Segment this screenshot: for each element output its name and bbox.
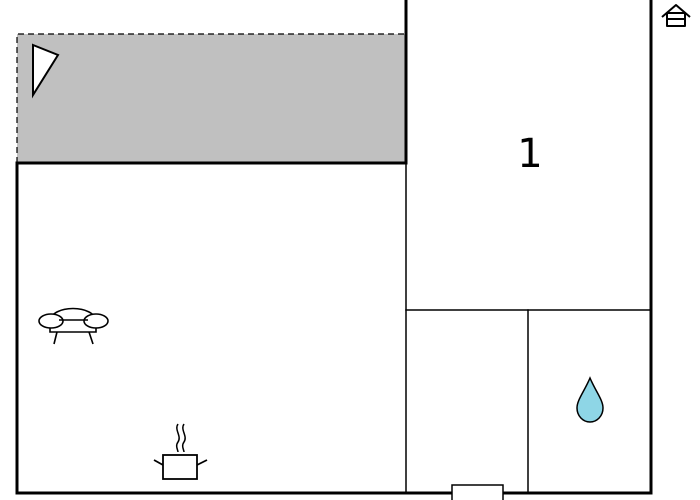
room-1-label: 1 <box>517 131 542 177</box>
cooking-pot-icon <box>153 423 208 480</box>
terrace-area <box>16 33 406 163</box>
water-drop-icon <box>576 376 604 423</box>
entrance-door <box>451 484 504 500</box>
terrace-fill <box>17 34 406 163</box>
terrace-dashed-border <box>16 33 406 163</box>
house-entrance-icon <box>661 4 691 27</box>
terrace-triangle-icon <box>32 43 60 99</box>
walls <box>15 0 653 495</box>
sofa-icon <box>38 307 109 345</box>
